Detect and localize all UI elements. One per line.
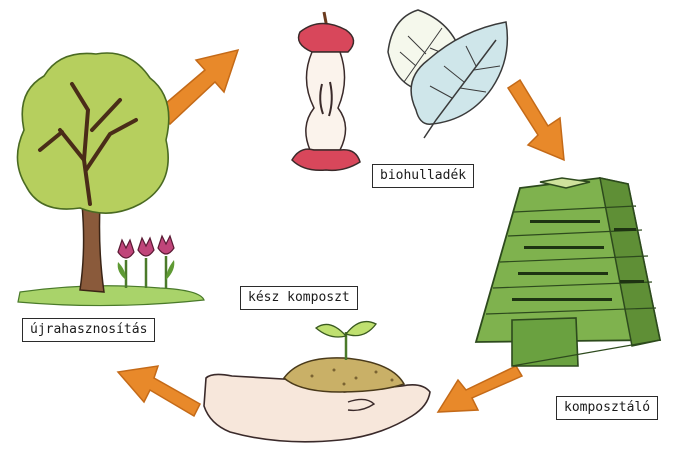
arrow-hand-to-reuse [116,365,201,418]
hand-with-compost-icon [203,320,431,443]
leaves-icon [387,9,509,139]
arrow-composter-to-hand [436,365,524,413]
label-composter: komposztáló [556,396,659,420]
tree-icon [16,52,205,307]
label-finished-compost: kész komposzt [240,286,358,310]
arrow-leaf-to-composter [506,78,565,162]
arrow-tree-to-apple [156,48,240,126]
tulips-icon [117,234,175,288]
label-reuse: újrahasznosítás [22,318,156,342]
label-biowaste: biohulladék [372,164,475,188]
apple-core-icon [291,11,361,172]
composter-icon [474,177,662,367]
